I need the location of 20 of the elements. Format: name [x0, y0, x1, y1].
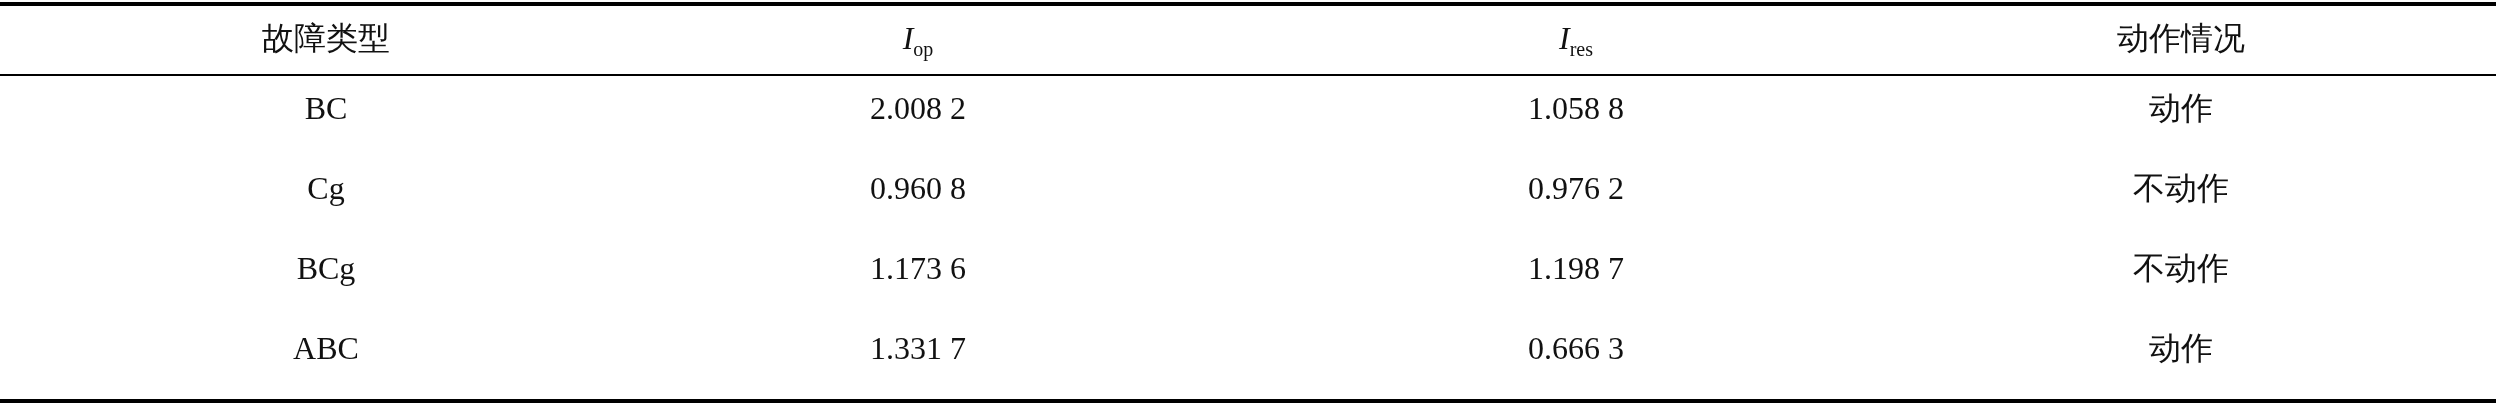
value-text: 1.058 8 — [1528, 89, 1624, 128]
header-text: I$_{res}$ — [1559, 19, 1593, 63]
header-text: 故障类型 — [262, 19, 390, 58]
value-text: 1.173 6 — [870, 249, 966, 288]
value-text: 0.666 3 — [1528, 329, 1624, 368]
value-text: 2.008 2 — [870, 89, 966, 128]
fault-type-text: BCg — [296, 249, 356, 288]
value-text: 0.960 8 — [870, 169, 966, 208]
status-text: 动作 — [2149, 329, 2213, 368]
status-text: 不动作 — [2133, 249, 2229, 288]
value-text: 0.976 2 — [1528, 169, 1624, 208]
fault-type-text: ABC — [293, 329, 359, 368]
fault-type-text: BC — [304, 89, 348, 128]
header-text: 动作情况 — [2117, 19, 2245, 58]
fault-type-text: Cg — [307, 169, 345, 208]
status-text: 动作 — [2149, 89, 2213, 128]
value-text: 1.198 7 — [1528, 249, 1624, 288]
value-text: 1.331 7 — [870, 329, 966, 368]
header-text: I$_{op}$ — [902, 19, 934, 63]
status-text: 不动作 — [2133, 169, 2229, 208]
